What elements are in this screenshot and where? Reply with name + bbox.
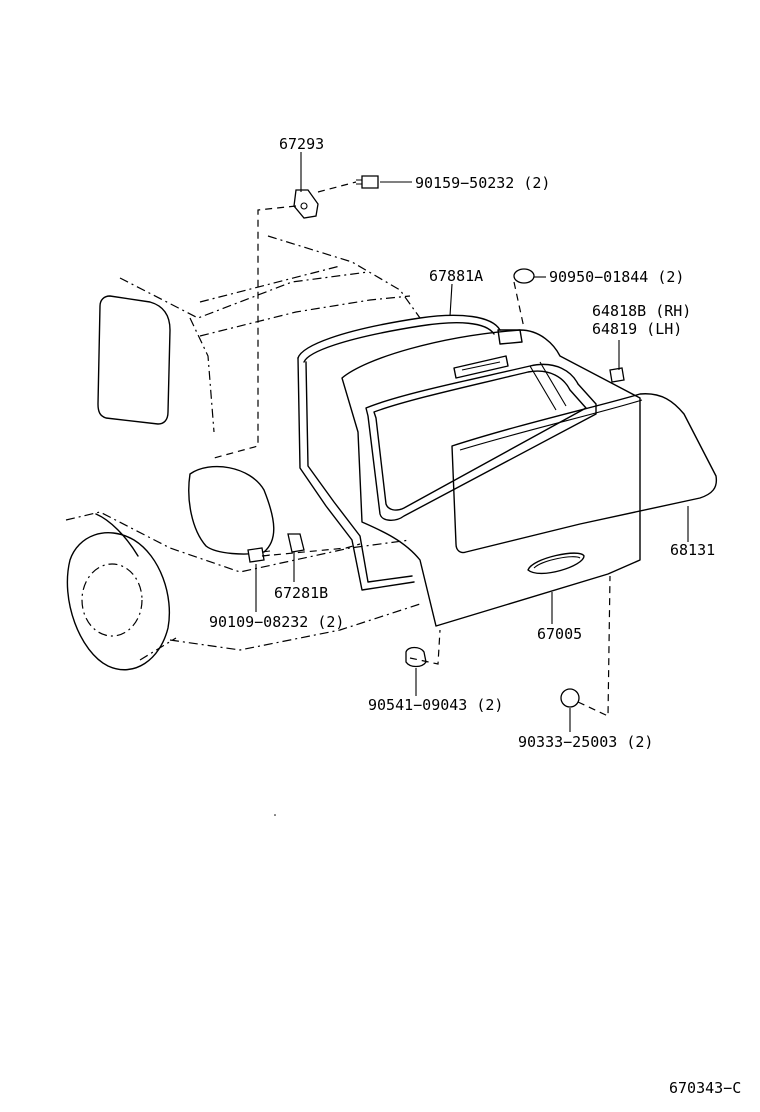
- label-90541-09043: 90541−09043 (2): [368, 696, 503, 714]
- label-64818b: 64818B (RH): [592, 302, 691, 320]
- leader-lines: [255, 152, 689, 732]
- vehicle-body-outline: [65, 235, 421, 661]
- label-67881a: 67881A: [429, 267, 483, 285]
- plug-90333: [560, 688, 580, 708]
- bolt-90159: [356, 175, 379, 189]
- assembly-lines: [213, 181, 611, 717]
- figure-code: 670343−C: [669, 1079, 741, 1097]
- striker-67281b: [287, 533, 305, 553]
- side-window: [97, 295, 171, 425]
- label-67281b: 67281B: [274, 584, 328, 602]
- label-67005: 67005: [537, 625, 582, 643]
- hinge-67293: [293, 189, 319, 219]
- rear-wheel: [66, 513, 171, 671]
- label-90950-01844: 90950−01844 (2): [549, 268, 684, 286]
- clip-90950: [513, 268, 535, 284]
- damper-stay: [609, 367, 625, 383]
- label-64819: 64819 (LH): [592, 320, 682, 338]
- label-90109-08232: 90109−08232 (2): [209, 613, 344, 631]
- label-90333-25003: 90333−25003 (2): [518, 733, 653, 751]
- back-door-panel: [341, 329, 641, 627]
- label-90159-50232: 90159−50232 (2): [415, 174, 550, 192]
- back-door-glass: [451, 393, 718, 554]
- cushion-90541: [405, 646, 427, 668]
- stray-mark: [274, 814, 276, 816]
- label-67293: 67293: [279, 135, 324, 153]
- part-labels: 67293 90159−50232 (2) 67881A 90950−01844…: [209, 135, 741, 1097]
- weatherstrip: [297, 314, 501, 591]
- label-68131: 68131: [670, 541, 715, 559]
